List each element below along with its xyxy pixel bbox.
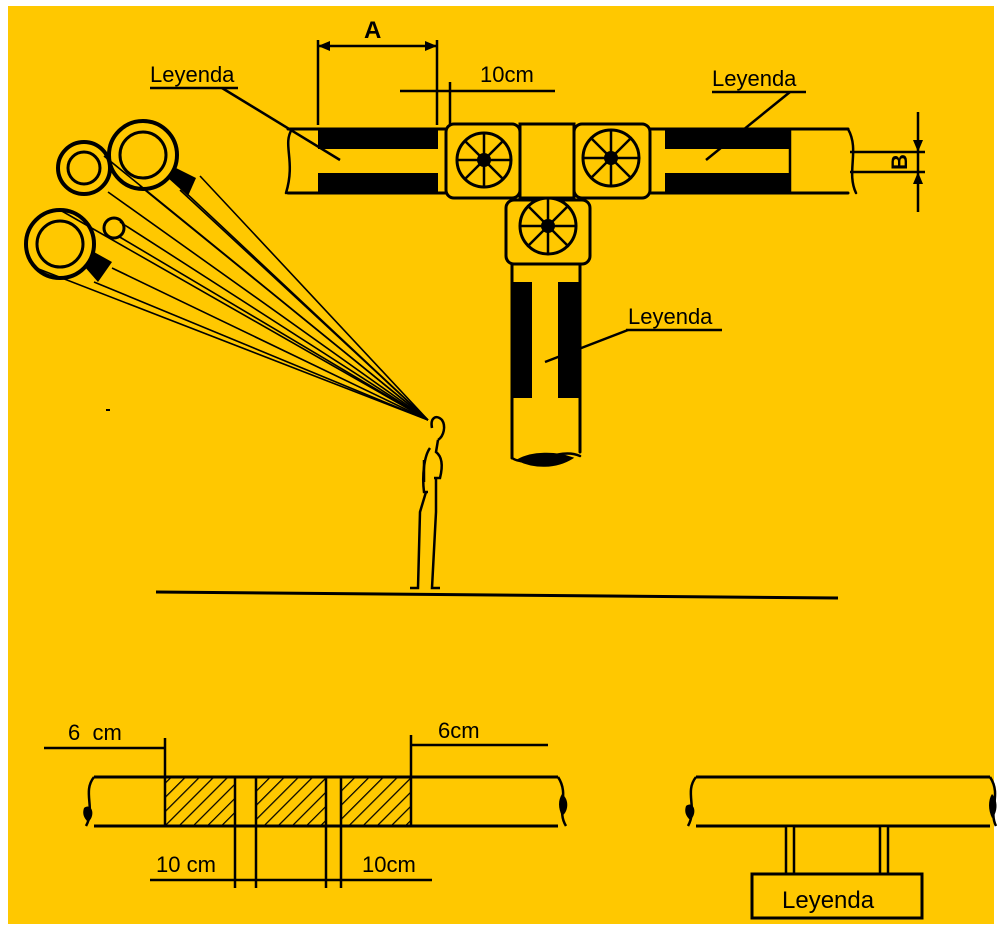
bottom-dimensions — [44, 735, 548, 888]
tag-post-left — [784, 824, 796, 876]
dimension-b — [850, 112, 925, 212]
left-pipe-break — [284, 127, 294, 195]
gap-bottom-right-label: 10cm — [362, 852, 416, 877]
hatched-band-1 — [163, 775, 237, 828]
valve-wheel-left-icon — [455, 131, 513, 189]
dimension-b-label: B — [887, 154, 912, 170]
ground-line — [155, 590, 839, 600]
pipe-section-small-icon — [56, 140, 112, 196]
edge-right-label: 6cm — [438, 718, 480, 743]
sight-lines — [35, 155, 429, 421]
legend-leaders — [150, 86, 806, 364]
edge-left-label: 6 cm — [68, 720, 122, 745]
standing-person-icon — [410, 416, 446, 590]
legend-top-left-label: Leyenda — [150, 62, 235, 87]
tag-post-right — [878, 824, 890, 876]
valve-wheel-bottom-icon — [518, 196, 578, 256]
vertical-marking-inner — [532, 282, 558, 398]
left-marking-inner — [318, 149, 438, 173]
hatched-band-3 — [339, 775, 413, 828]
legend-vertical-label: Leyenda — [628, 304, 713, 329]
dimension-a-label: A — [364, 17, 381, 44]
legend-tag — [750, 872, 924, 920]
tag-legend-label: Leyenda — [782, 887, 875, 914]
gap-bottom-left-label: 10 cm — [156, 852, 216, 877]
pipe-section-tiny-icon — [102, 216, 126, 240]
dimension-10cm-top — [400, 82, 555, 125]
gap-top-label: 10cm — [480, 62, 534, 87]
right-pipe-break — [846, 127, 858, 195]
dimension-a — [316, 40, 439, 125]
legend-top-right-label: Leyenda — [712, 66, 797, 91]
right-marking-inner — [665, 149, 790, 173]
bottom-left-pipe — [83, 775, 568, 828]
pipe-section-large-top-icon — [107, 119, 196, 196]
t-junction-pipes — [284, 122, 858, 467]
bottom-right-pipe — [685, 775, 998, 920]
valve-wheel-right-icon — [581, 128, 641, 188]
vertical-pipe-cut — [515, 452, 575, 467]
tee-body — [518, 122, 576, 200]
hatched-band-2 — [254, 775, 328, 828]
